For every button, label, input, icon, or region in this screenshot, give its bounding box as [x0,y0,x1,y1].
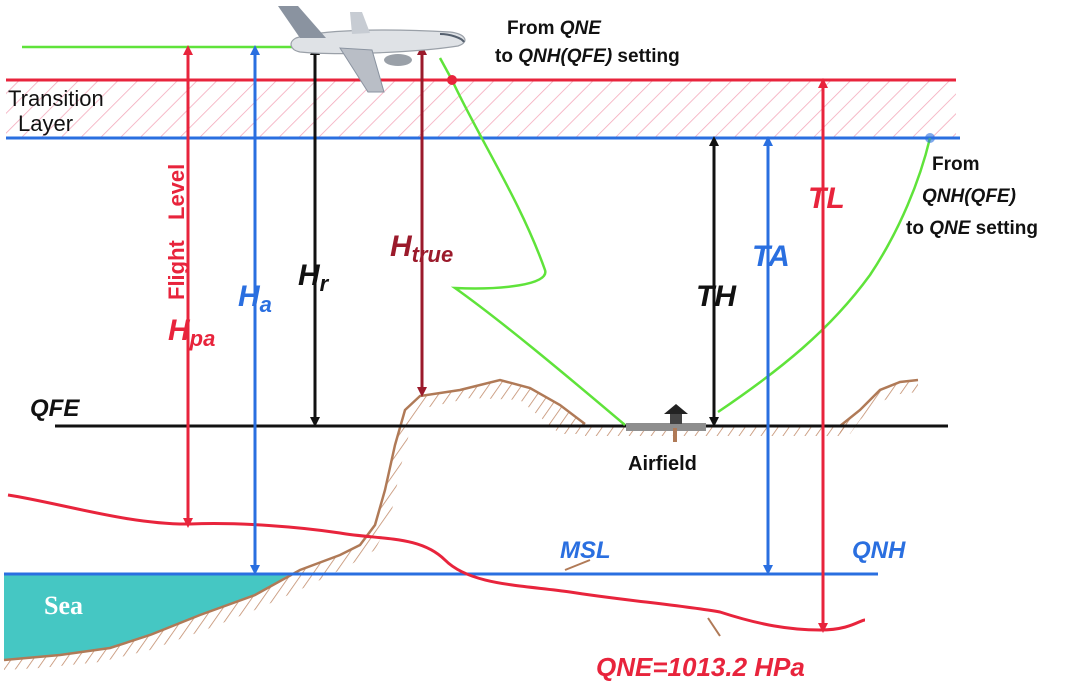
qfe-label: QFE [30,395,80,422]
note-from-qne-line1: From QNE [507,18,602,39]
ha-label-main: H [238,280,261,313]
ta-label: TA [752,240,790,273]
airfield-label: Airfield [628,453,697,475]
qnh-label: QNH [852,537,906,564]
htrue-label-sub: true [412,242,454,267]
terrain-right-outline [839,378,919,427]
hpa-label-sub: pa [189,326,216,351]
note-from-qnh-line3: to QNE setting [906,218,1038,239]
note-from-qnh-line3-suffix: setting [970,218,1038,239]
terrain-right-hatch [840,380,918,434]
airplane-icon [278,6,466,93]
msl-pointer [564,559,591,571]
th-label: TH [696,280,737,313]
flight-level-label-a: Flight [164,239,189,300]
transition-layer-label-2: Layer [18,111,73,136]
tl-label: TL [808,182,845,215]
flight-level-label-b: Level [164,164,189,220]
note-from-qne-line2-italic: QNH(QFE) [518,46,612,67]
note-from-qne-line2-suffix: setting [612,46,680,67]
ground-hatch [585,426,845,436]
htrue-label-main: H [390,230,413,263]
hpa-label-main: H [168,314,191,347]
note-from-qnh-line2: QNH(QFE) [922,186,1016,207]
note-from-qne-line2-prefix: to [495,46,518,67]
transition-layer-label-1: Transition [8,86,104,111]
ha-label-sub: a [260,292,272,317]
note-from-qnh-line3-italic: QNE [929,218,972,239]
flight-level-label: Flight Level [164,164,189,300]
hr-label-sub: r [320,271,330,296]
hr-label-main: H [298,259,321,292]
qne-to-qnh-point [447,75,457,85]
qne-value-label: QNE=1013.2 HPa [596,652,805,682]
qnh-to-qne-point [925,133,935,143]
sea-label: Sea [44,591,83,620]
hr-label: Hr [298,259,330,296]
airfield-tower-icon [626,404,706,442]
note-from-qne-prefix: From [507,18,560,39]
transition-layer-band [6,80,956,138]
note-from-qne-italic: QNE [560,18,603,39]
hpa-label: Hpa [168,314,215,351]
msl-label: MSL [560,537,611,564]
qne-pointer [707,617,721,637]
flight-path-descent [438,57,626,426]
note-from-qnh-line1: From [932,154,980,175]
note-from-qnh-line3-prefix: to [906,218,929,239]
note-from-qne-line2: to QNH(QFE) setting [495,46,680,67]
htrue-label: Htrue [390,230,453,267]
sea-area [4,574,290,660]
ha-label: Ha [238,280,272,317]
terrain-outline [3,378,586,662]
